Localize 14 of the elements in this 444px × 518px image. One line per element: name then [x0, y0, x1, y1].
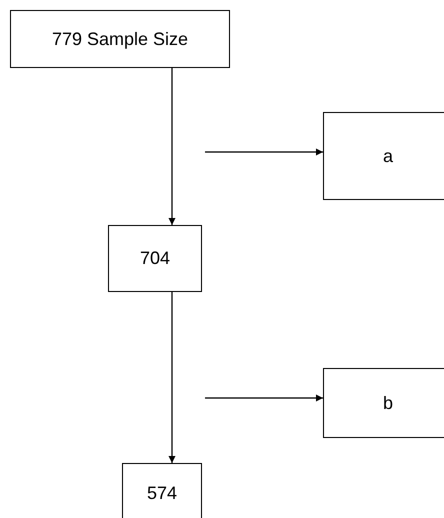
process-box: [323, 112, 444, 200]
process-box: [10, 10, 230, 68]
arrow: [168, 292, 176, 463]
box-label: 704: [140, 248, 170, 269]
process-box: [122, 463, 202, 518]
box-label: 779 Sample Size: [52, 28, 188, 50]
process-box: [323, 368, 444, 438]
box-label: 574: [146, 483, 178, 504]
box-label: a: [382, 146, 393, 166]
arrow: [205, 148, 323, 156]
box-label: b: [382, 392, 393, 414]
arrow: [168, 68, 176, 225]
arrow: [205, 394, 323, 402]
process-box: [108, 225, 202, 292]
